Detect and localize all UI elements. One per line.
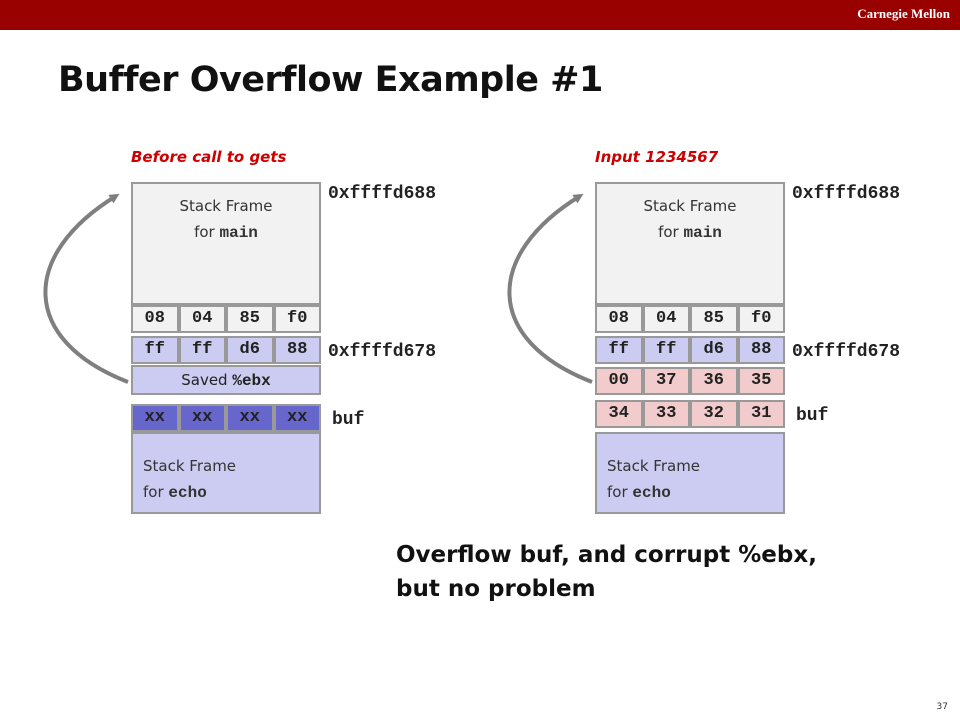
left-main-frame-line1: Stack Frame: [179, 197, 273, 215]
right-return-top-cell: f0: [737, 305, 785, 333]
left-return-top-cell: 04: [178, 305, 226, 333]
org-name: Carnegie Mellon: [857, 6, 950, 21]
left-return-arrow: [43, 193, 129, 384]
left-saved-ebx: Saved %ebx: [131, 365, 321, 395]
right-buf-cell: 32: [690, 400, 738, 428]
right-saved-cell: 36: [690, 367, 738, 395]
right-echo-frame-line1: Stack Frame: [607, 457, 701, 475]
right-addr-top: 0xffffd688: [792, 184, 901, 204]
right-return-bottom-cell: 88: [737, 336, 785, 364]
right-buf-cell: 31: [737, 400, 785, 428]
left-buf-cell: xx: [178, 404, 226, 432]
right-caption: Input 1234567: [595, 148, 719, 166]
right-return-bottom-cell: ff: [642, 336, 690, 364]
left-echo-frame-line2: for echo: [143, 483, 207, 502]
left-return-bottom-cell: 88: [273, 336, 321, 364]
right-main-frame: Stack Frame for main: [595, 182, 785, 305]
right-buf-row: 34 33 32 31: [595, 400, 785, 428]
left-main-frame-line2: for main: [194, 223, 258, 242]
right-addr-mid: 0xffffd678: [792, 342, 901, 362]
left-main-frame: Stack Frame for main: [131, 182, 321, 305]
left-caption: Before call to gets: [131, 148, 287, 166]
left-buf-cell: xx: [273, 404, 321, 432]
right-return-row-top: 08 04 85 f0: [595, 305, 785, 333]
left-return-row-bottom: ff ff d6 88: [131, 336, 321, 364]
header-bar: Carnegie Mellon: [0, 0, 960, 30]
right-saved-cell: 37: [642, 367, 690, 395]
right-echo-frame-line2: for echo: [607, 483, 671, 502]
left-return-top-cell: 85: [226, 305, 274, 333]
left-return-bottom-cell: ff: [131, 336, 179, 364]
right-buf-label: buf: [796, 406, 829, 426]
overflow-note: Overflow buf, and corrupt %ebx, but no p…: [396, 538, 866, 606]
right-buf-cell: 34: [595, 400, 643, 428]
left-buf-row: xx xx xx xx: [131, 404, 321, 432]
overflow-note-line1: Overflow buf, and corrupt %ebx,: [396, 542, 817, 568]
right-return-top-cell: 85: [690, 305, 738, 333]
slide-number: 37: [936, 702, 948, 712]
right-saved-cell: 35: [737, 367, 785, 395]
left-buf-label: buf: [332, 410, 365, 430]
right-stack: Stack Frame for main 08 04 85 f0 ff ff d…: [595, 182, 785, 514]
left-echo-frame-line1: Stack Frame: [143, 457, 237, 475]
left-return-row-top: 08 04 85 f0: [131, 305, 321, 333]
right-main-frame-line2: for main: [658, 223, 722, 242]
right-return-bottom-cell: d6: [690, 336, 738, 364]
right-return-arrow: [507, 193, 593, 384]
right-return-row-bottom: ff ff d6 88: [595, 336, 785, 364]
right-return-top-cell: 04: [642, 305, 690, 333]
right-saved-cell: 00: [595, 367, 643, 395]
slide-title: Buffer Overflow Example #1: [58, 60, 603, 100]
left-buf-cell: xx: [226, 404, 274, 432]
left-return-top-cell: 08: [131, 305, 179, 333]
overflow-note-line2: but no problem: [396, 576, 596, 602]
left-addr-top: 0xffffd688: [328, 184, 437, 204]
right-buf-cell: 33: [642, 400, 690, 428]
left-return-bottom-cell: ff: [178, 336, 226, 364]
left-addr-mid: 0xffffd678: [328, 342, 437, 362]
left-return-top-cell: f0: [273, 305, 321, 333]
right-echo-frame: Stack Frame for echo: [595, 432, 785, 514]
right-saved-row: 00 37 36 35: [595, 367, 785, 395]
left-buf-cell: xx: [131, 404, 179, 432]
left-echo-frame: Stack Frame for echo: [131, 432, 321, 514]
right-return-top-cell: 08: [595, 305, 643, 333]
right-return-bottom-cell: ff: [595, 336, 643, 364]
left-return-bottom-cell: d6: [226, 336, 274, 364]
left-stack: Stack Frame for main 08 04 85 f0 ff ff d…: [131, 182, 321, 514]
right-main-frame-line1: Stack Frame: [643, 197, 737, 215]
